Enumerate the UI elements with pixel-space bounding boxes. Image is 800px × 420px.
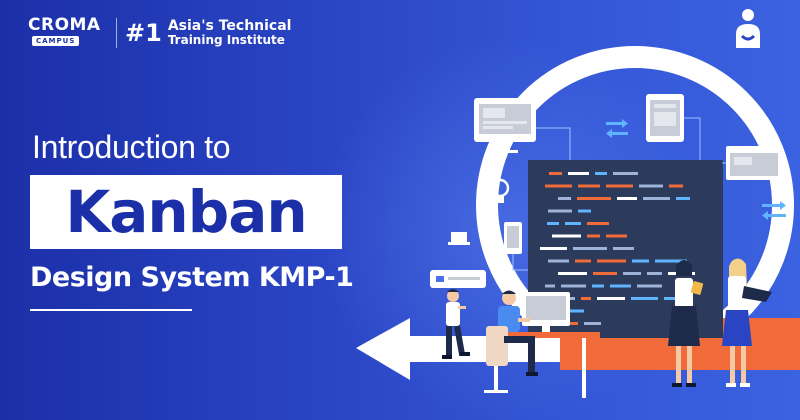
code-line-segment <box>610 284 631 288</box>
phone-icon <box>646 94 684 142</box>
speech-bubble <box>430 270 486 288</box>
code-line-segment <box>558 272 587 275</box>
logo-word: CROMA <box>28 15 101 35</box>
subtitle: Design System KMP-1 <box>30 262 354 293</box>
code-line-segment <box>647 272 662 275</box>
code-line-segment <box>568 172 589 175</box>
code-line-segment <box>655 259 687 263</box>
tagline: Asia's Technical Training Institute <box>167 17 292 48</box>
monitor-icon <box>474 98 536 153</box>
code-line-segment <box>597 297 625 300</box>
connector-lines <box>512 117 726 271</box>
browser-window-icon <box>726 146 782 180</box>
rank-label: #1 <box>125 19 162 47</box>
user-badge-icon <box>736 9 760 48</box>
code-line-segment <box>639 184 663 188</box>
code-line-segment <box>548 209 572 213</box>
brand-divider <box>116 18 117 48</box>
code-line-segment <box>631 297 658 300</box>
arrows-icon-right <box>762 201 786 220</box>
code-line-segment <box>593 272 617 275</box>
subtitle-underline <box>30 309 192 311</box>
code-line-segment <box>676 197 690 200</box>
code-line-segment <box>552 234 581 238</box>
code-line-segment <box>669 184 683 188</box>
code-line-segment <box>548 259 569 263</box>
code-line-segment <box>595 172 607 175</box>
person-standing-left <box>442 289 470 359</box>
brand-header: CROMA CAMPUS #1 Asia's Technical Trainin… <box>28 14 291 52</box>
code-line-segment <box>664 297 679 300</box>
code-line-segment <box>578 184 600 188</box>
code-line-segment <box>632 259 649 263</box>
tagline-line-1: Asia's Technical <box>167 17 292 34</box>
code-line-segment <box>545 184 572 188</box>
person-woman-tablet <box>668 260 704 387</box>
code-line-segment <box>606 184 633 188</box>
code-line-segment <box>613 247 634 250</box>
person-woman-laptop <box>722 258 772 387</box>
desk <box>500 292 600 398</box>
code-line-segment <box>643 197 670 200</box>
person-sitting <box>484 290 538 393</box>
logo-badge: CAMPUS <box>32 36 80 46</box>
code-line-segment <box>573 247 607 250</box>
small-phone-icon <box>504 222 522 254</box>
code-line-segment <box>637 284 662 288</box>
kanban-title: Kanban <box>65 178 307 246</box>
code-line-segment <box>577 197 611 200</box>
code-line-segment <box>575 259 591 263</box>
code-line-segment <box>540 247 567 250</box>
laptop-icon <box>448 232 470 245</box>
code-line-segment <box>558 197 571 200</box>
croma-campus-logo: CROMA CAMPUS <box>28 14 106 52</box>
kanban-title-box: Kanban <box>30 175 342 249</box>
code-line-segment <box>587 234 600 238</box>
code-line-segment <box>565 222 581 225</box>
code-line-segment <box>606 234 627 238</box>
intro-text: Introduction to <box>32 129 231 165</box>
code-line-segment <box>587 222 609 225</box>
code-line-segment <box>613 172 638 175</box>
lightbulb-icon <box>490 178 510 203</box>
code-line-segment <box>617 197 637 200</box>
code-line-segment <box>561 284 586 288</box>
code-line-segment <box>561 309 584 313</box>
code-line-segment <box>578 209 591 213</box>
tagline-line-2: Training Institute <box>167 33 285 48</box>
arrows-icon <box>606 119 628 138</box>
code-line-segment <box>584 322 601 325</box>
code-line-segment <box>592 284 604 288</box>
code-line-segment <box>623 272 641 275</box>
code-line-segment <box>597 259 626 263</box>
code-line-segment <box>547 222 559 225</box>
code-line-segment <box>549 172 562 175</box>
code-line-segment <box>545 284 555 288</box>
code-line-segment <box>581 297 591 300</box>
